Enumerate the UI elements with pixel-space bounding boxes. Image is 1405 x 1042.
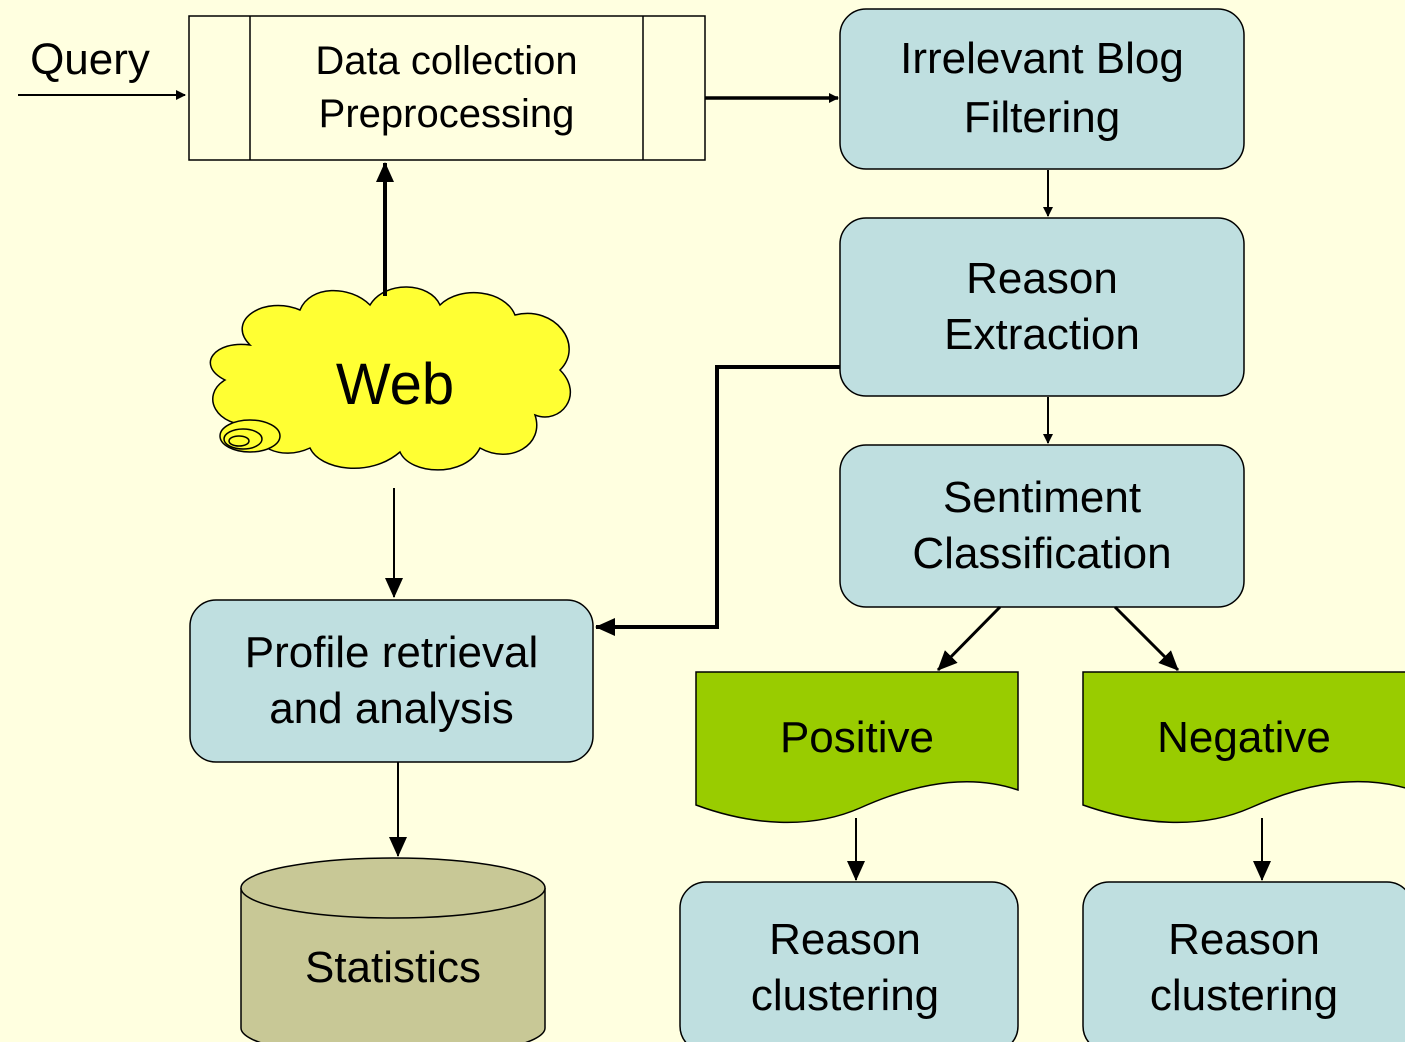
sentiment-box	[839, 444, 1245, 608]
irrelevant-filter-box	[839, 8, 1245, 170]
reason-cluster-pos-line1: Reason	[769, 914, 921, 964]
positive-label: Positive	[779, 713, 935, 763]
profile-line1: Profile retrieval	[244, 627, 539, 677]
reason-cluster-pos-line2: clustering	[750, 971, 940, 1020]
data-collection-label: Data collection Preprocessing	[250, 16, 643, 160]
web-label: Web	[335, 352, 455, 418]
irrelevant-filter-label: Irrelevant Blog Filtering	[840, 9, 1244, 169]
irrelevant-filter-line2: Filtering	[963, 93, 1121, 142]
reason-extraction-line2: Extraction	[944, 310, 1140, 359]
reason-cluster-pos-label: Reason clustering	[680, 908, 1010, 1028]
positive-document	[695, 671, 1019, 824]
profile-box	[189, 599, 594, 763]
statistics-label: Statistics	[304, 943, 482, 993]
reason-extraction-box	[839, 217, 1245, 397]
reason-cluster-neg-label: Reason clustering	[1083, 908, 1405, 1028]
web-cloud	[209, 286, 572, 471]
data-collection-line2: Preprocessing	[318, 92, 575, 136]
profile-line2: and analysis	[269, 684, 514, 733]
irrelevant-filter-line1: Irrelevant Blog	[900, 34, 1184, 84]
sentiment-line1: Sentiment	[942, 472, 1142, 522]
reason-extraction-label: Reason Extraction	[840, 218, 1244, 396]
reason-cluster-neg-box	[1082, 881, 1405, 1042]
reason-cluster-neg-line1: Reason	[1168, 914, 1320, 964]
arrow-sentiment-to-negative	[1113, 605, 1180, 672]
reason-extraction-line1: Reason	[966, 253, 1118, 303]
data-collection-line1: Data collection	[315, 39, 578, 84]
reason-cluster-pos-box	[679, 881, 1019, 1042]
data-collection-box	[188, 15, 706, 161]
negative-document	[1082, 671, 1405, 824]
profile-label: Profile retrieval and analysis	[190, 600, 593, 762]
arrow-sentiment-to-positive	[936, 605, 1002, 672]
statistics-database	[240, 857, 546, 1042]
negative-label: Negative	[1157, 713, 1331, 763]
reason-cluster-neg-line2: clustering	[1149, 971, 1339, 1020]
sentiment-label: Sentiment Classification	[840, 445, 1244, 607]
arrow-extraction-to-profile	[595, 365, 840, 636]
sentiment-line2: Classification	[912, 529, 1172, 578]
query-label: Query	[30, 35, 150, 85]
